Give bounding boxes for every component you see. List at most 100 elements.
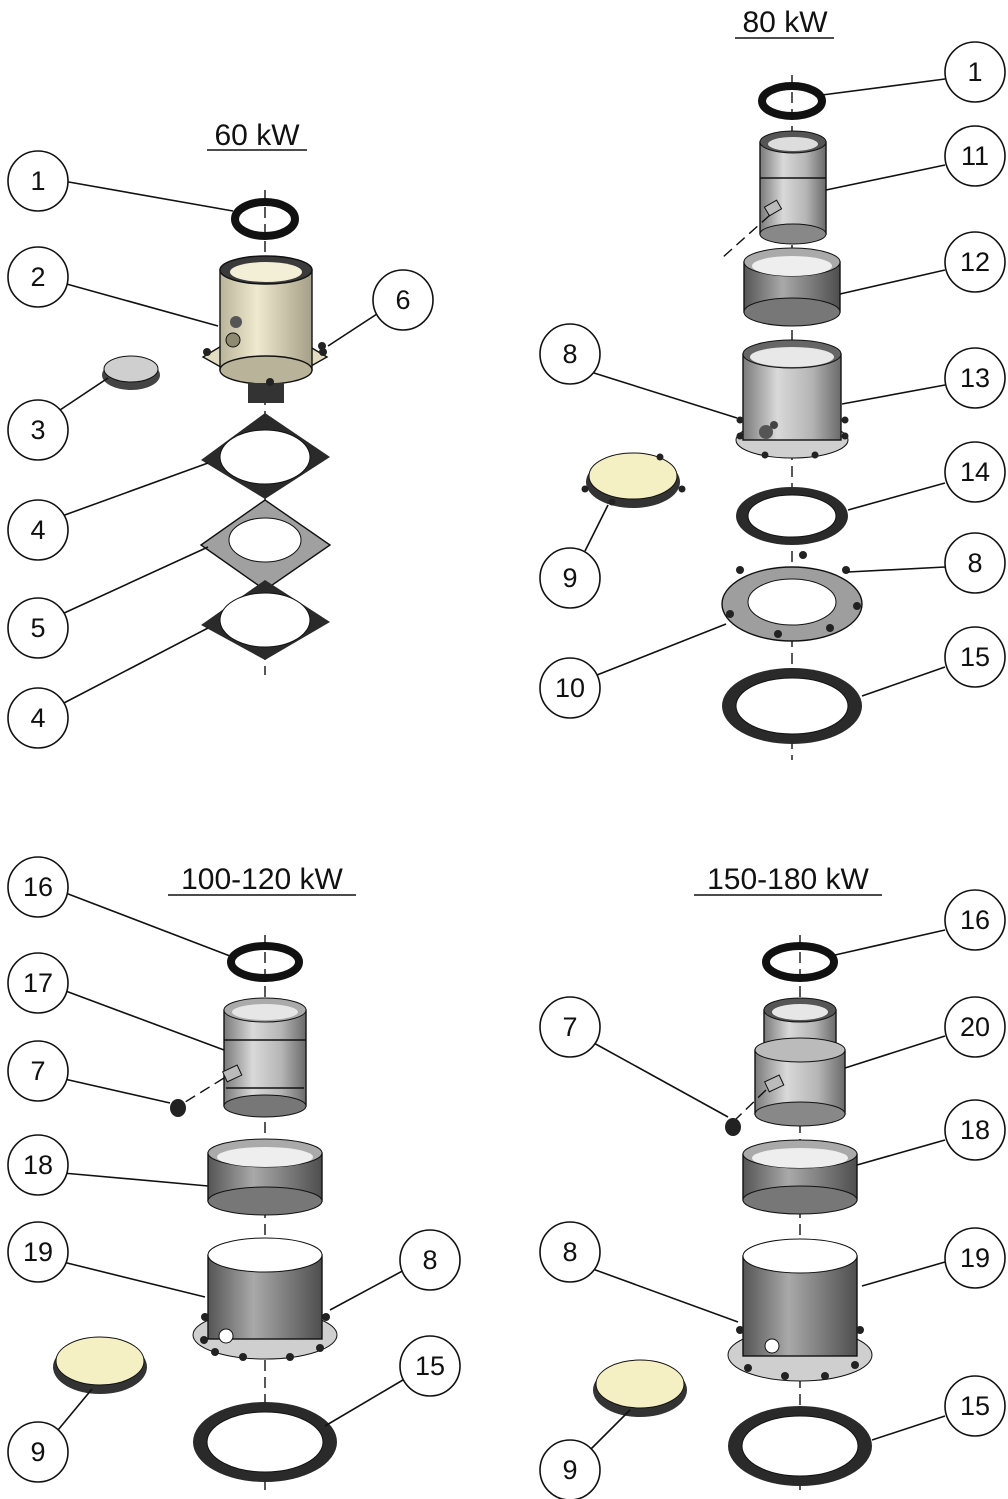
callout-number: 6: [395, 285, 410, 315]
callout-number: 9: [562, 1455, 577, 1485]
callout-bubble: 1: [7, 150, 69, 212]
callout-number: 1: [30, 166, 45, 196]
assembly-100-120kw: 100-120 kW: [7, 856, 461, 1495]
adapter-ring: [207, 1138, 323, 1216]
callout-bubble: 7: [539, 996, 601, 1058]
callout-bubble: 19: [944, 1227, 1006, 1289]
callout-number: 9: [562, 563, 577, 593]
nozzle-insert: [721, 130, 827, 259]
callout-number: 14: [960, 457, 990, 487]
callout-bubble: 11: [944, 125, 1006, 187]
nozzle-insert: [181, 997, 307, 1118]
round-gasket: [736, 487, 848, 545]
callout-number: 15: [415, 1351, 445, 1381]
assembly-150-180kw: 150-180 kW: [539, 863, 1006, 1499]
callout-bubble: 20: [944, 996, 1006, 1058]
callout-number: 5: [30, 613, 45, 643]
burner-housing: [727, 1238, 873, 1382]
callout-number: 15: [960, 1391, 990, 1421]
callout-number: 8: [562, 1237, 577, 1267]
nozzle-insert: [734, 997, 846, 1127]
callout-number: 16: [23, 872, 53, 902]
callout-number: 1: [967, 57, 982, 87]
callout-number: 11: [961, 141, 989, 171]
callout-bubble: 1: [944, 41, 1006, 103]
callout-bubble: 18: [944, 1099, 1006, 1161]
square-gasket: [201, 580, 330, 660]
callout-number: 8: [422, 1245, 437, 1275]
callout-bubble: 8: [399, 1229, 461, 1291]
o-ring: [758, 82, 826, 120]
callout-bubble: 15: [399, 1335, 461, 1397]
nozzle-body: [201, 255, 329, 403]
flange-plate: [199, 499, 332, 591]
callout-number: 7: [562, 1012, 577, 1042]
callout-bubble: 8: [539, 1221, 601, 1283]
callout-bubble: 2: [7, 246, 69, 308]
callout-bubble: 9: [7, 1421, 69, 1483]
bolt-set: [736, 416, 849, 459]
callout-bubble: 14: [944, 441, 1006, 503]
callout-number: 13: [960, 363, 990, 393]
callout-number: 16: [960, 905, 990, 935]
callout-bubble: 12: [944, 231, 1006, 293]
flange-gasket: [193, 1402, 337, 1482]
o-ring: [762, 942, 838, 982]
callout-bubble: 4: [7, 499, 69, 561]
assembly-title: 150-180 kW: [707, 863, 869, 896]
adapter-ring: [742, 1139, 858, 1215]
assembly-80kw: 80 kW: [539, 6, 1006, 760]
callout-number: 4: [30, 515, 45, 545]
bolt-set: [203, 342, 327, 386]
callout-number: 18: [23, 1150, 53, 1180]
plug: [170, 1099, 186, 1117]
leader-lines: [59, 180, 384, 705]
callout-number: 7: [30, 1056, 45, 1086]
callout-bubble: 4: [7, 687, 69, 749]
sight-glass: [593, 1359, 687, 1417]
callout-bubble: 18: [7, 1134, 69, 1196]
callout-bubble: 9: [539, 547, 601, 609]
burner-housing: [192, 1237, 338, 1360]
callout-bubble: 8: [944, 532, 1006, 594]
burner-housing: [735, 339, 849, 459]
sight-glass: [581, 452, 686, 508]
callout-number: 8: [562, 339, 577, 369]
callout-number: 18: [960, 1115, 990, 1145]
callout-number: 3: [30, 415, 45, 445]
assembly-title: 60 kW: [214, 119, 300, 152]
mounting-flange: [721, 566, 863, 642]
callout-number: 20: [960, 1012, 990, 1042]
flange-gasket: [722, 668, 862, 744]
callout-number: 9: [30, 1437, 45, 1467]
assembly-title: 100-120 kW: [181, 863, 343, 896]
leader-lines: [57, 891, 409, 1431]
leader-lines: [589, 929, 946, 1451]
adapter-ring: [743, 247, 841, 327]
assembly-title: 80 kW: [742, 6, 828, 39]
callout-number: 10: [555, 673, 585, 703]
callout-bubble: 15: [944, 1375, 1006, 1437]
assembly-60kw: 60 kW: [7, 119, 434, 749]
callout-number: 8: [967, 548, 982, 578]
square-gasket: [201, 413, 330, 499]
callout-number: 17: [23, 968, 53, 998]
callout-bubble: 13: [944, 347, 1006, 409]
callout-bubble: 3: [7, 399, 69, 461]
callout-bubble: 8: [539, 323, 601, 385]
sight-glass: [53, 1336, 147, 1394]
callout-bubble: 9: [539, 1439, 601, 1499]
callout-number: 2: [30, 262, 45, 292]
callout-number: 15: [960, 642, 990, 672]
callout-bubble: 17: [7, 952, 69, 1014]
o-ring: [231, 198, 299, 240]
callout-bubble: 10: [539, 657, 601, 719]
bolt-set: [200, 1313, 330, 1361]
callout-bubble: 19: [7, 1221, 69, 1283]
callout-bubble: 16: [7, 856, 69, 918]
callout-bubble: 6: [372, 269, 434, 331]
leader-lines: [584, 78, 946, 697]
callout-bubble: 7: [7, 1040, 69, 1102]
plug: [725, 1118, 741, 1136]
